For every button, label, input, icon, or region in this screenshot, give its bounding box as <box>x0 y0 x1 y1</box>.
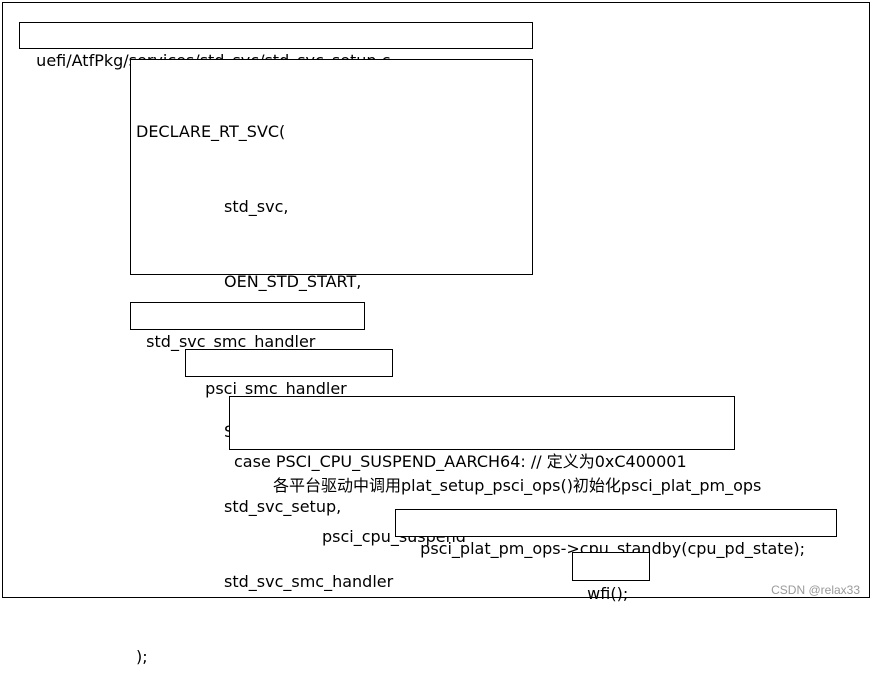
declare-arg-1: std_svc, <box>224 197 289 216</box>
declare-rt-svc-box: DECLARE_RT_SVC( std_svc, OEN_STD_START, … <box>130 59 533 666</box>
platform-init-note: 各平台驱动中调用plat_setup_psci_ops()初始化psci_pla… <box>273 476 762 495</box>
file-path-box: uefi/AtfPkg/services/std_svc/std_svc_set… <box>19 22 533 70</box>
declare-closing: ); <box>136 647 148 666</box>
case-line: case PSCI_CPU_SUSPEND_AARCH64: // 定义为0xC… <box>234 452 687 471</box>
csdn-watermark: CSDN @relax33 <box>771 583 860 597</box>
cpu-standby-call-text: psci_plat_pm_ops->cpu_standby(cpu_pd_sta… <box>420 539 806 558</box>
wfi-call-text: wfi(); <box>587 584 629 603</box>
std-svc-smc-handler-text: std_svc_smc_handler <box>146 332 316 351</box>
psci-smc-handler-box: psci_smc_handler <box>185 349 393 398</box>
wfi-call-box: wfi(); <box>572 552 650 603</box>
psci-smc-handler-text: psci_smc_handler <box>205 379 347 398</box>
declare-arg-5: std_svc_setup, <box>224 497 342 516</box>
cpu-standby-call-box: psci_plat_pm_ops->cpu_standby(cpu_pd_sta… <box>395 509 837 558</box>
declare-opening: DECLARE_RT_SVC( <box>136 122 286 141</box>
diagram-frame <box>2 2 870 598</box>
declare-arg-6: std_svc_smc_handler <box>224 572 394 591</box>
std-svc-smc-handler-box: std_svc_smc_handler <box>130 302 365 351</box>
case-psci-cpu-suspend-box: case PSCI_CPU_SUSPEND_AARCH64: // 定义为0xC… <box>229 396 735 546</box>
declare-arg-2: OEN_STD_START, <box>224 272 362 291</box>
